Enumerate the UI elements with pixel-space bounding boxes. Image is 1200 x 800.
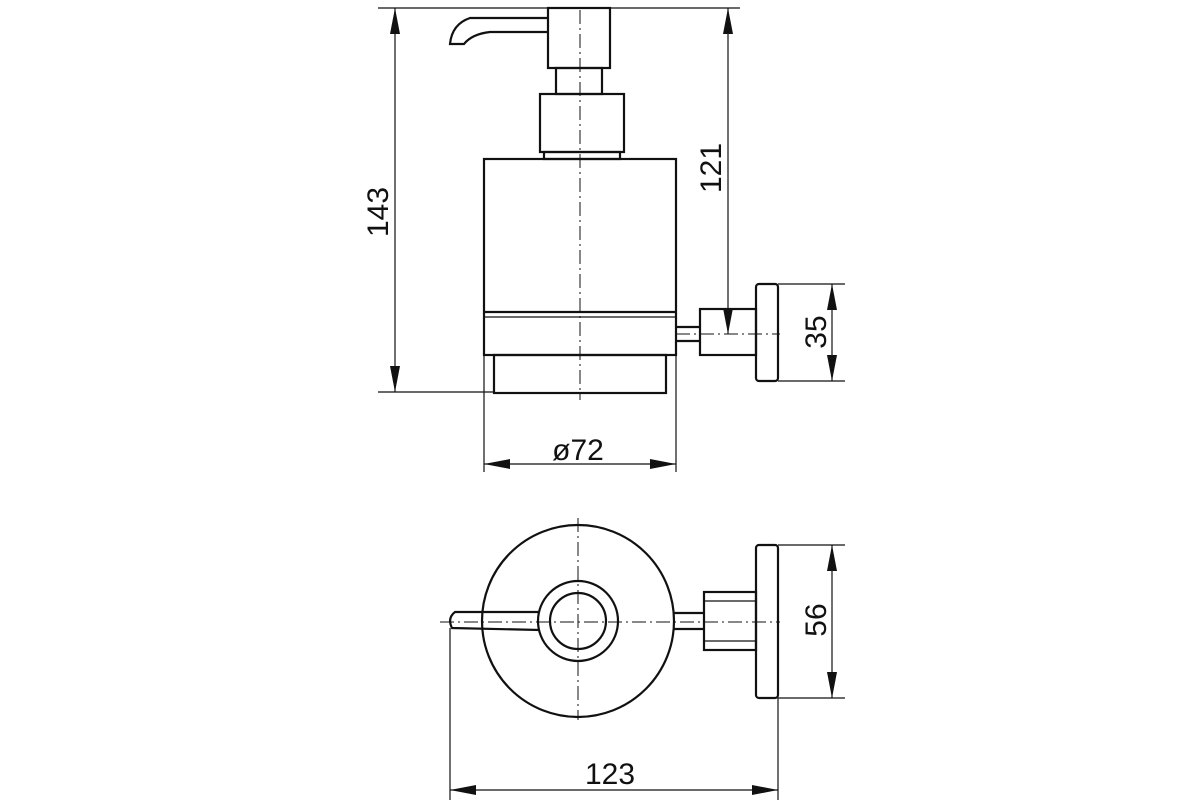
container-outline-circle <box>480 523 676 719</box>
side-view <box>448 6 780 400</box>
dimension-total-height: 143 <box>362 7 548 393</box>
pump-inner-circle <box>548 591 608 651</box>
dim-label-diameter: ø72 <box>552 434 604 467</box>
dimension-plate-diameter: 56 <box>778 544 845 699</box>
container-bottom <box>492 353 668 395</box>
dim-label-56: 56 <box>800 603 833 636</box>
wall-plate-top-view <box>754 543 780 700</box>
pump-neck <box>554 66 604 96</box>
dim-label-143: 143 <box>362 187 395 237</box>
spout-top-view <box>448 610 541 632</box>
dimension-bracket-height: 35 <box>778 283 845 382</box>
dimension-pump-height: 121 <box>610 7 740 334</box>
pump-collar-circle <box>536 579 620 663</box>
dim-label-121: 121 <box>695 143 728 193</box>
pump-spout <box>448 16 548 46</box>
dimension-total-depth: 123 <box>449 628 779 800</box>
dimension-diameter: ø72 <box>483 355 677 472</box>
pump-collar <box>538 92 626 154</box>
wall-plate <box>754 282 780 383</box>
pump-head <box>546 6 612 70</box>
dim-label-35: 35 <box>800 315 833 348</box>
top-view <box>440 518 780 720</box>
dim-label-123: 123 <box>585 758 635 791</box>
